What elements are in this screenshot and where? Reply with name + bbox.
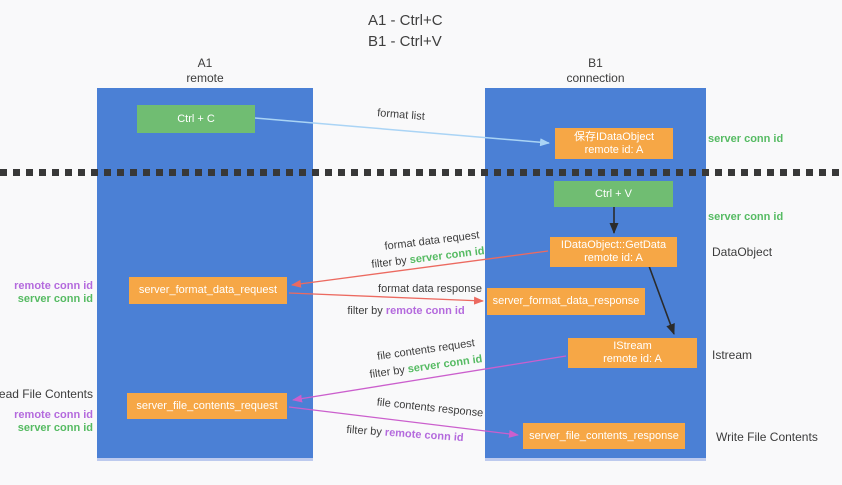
node-server-file-contents-response-label: server_file_contents_response xyxy=(529,429,679,442)
title-line-1: A1 - Ctrl+C xyxy=(368,12,443,29)
node-idataobject-getdata: IDataObject::GetData remote id: A xyxy=(550,237,677,267)
label-format-data-response: format data response xyxy=(378,283,482,295)
node-getdata-line1: IDataObject::GetData xyxy=(560,239,667,251)
diagram-title: A1 - Ctrl+C B1 - Ctrl+V xyxy=(368,10,443,52)
node-ctrl-v: Ctrl + V xyxy=(554,181,673,207)
annotation-read-file-contents: Read File Contents xyxy=(0,387,93,401)
filter-by-text: filter by xyxy=(347,305,386,317)
node-save-idataobject: 保存IDataObject remote id: A xyxy=(555,128,673,159)
lifeline-a1-name: A1 xyxy=(197,56,213,70)
node-save-idataobject-line1: 保存IDataObject xyxy=(573,130,655,143)
annotation-format-server-conn-id: server conn id xyxy=(17,293,93,305)
arrow-file-contents-request xyxy=(292,355,567,403)
annotation-dataobject: DataObject xyxy=(712,245,773,259)
node-server-format-data-response: server_format_data_response xyxy=(487,288,645,315)
arrow-file-contents-response xyxy=(288,406,519,438)
lifeline-a1-role: remote xyxy=(186,71,224,85)
annotation-format-remote-conn-id: remote conn id xyxy=(14,280,93,292)
lifeline-b1-role: connection xyxy=(566,71,625,85)
title-line-2: B1 - Ctrl+V xyxy=(368,33,442,50)
node-server-format-data-request: server_format_data_request xyxy=(129,277,287,304)
annotation-server-conn-id-paste: server conn id xyxy=(708,211,784,223)
arrow-format-data-request xyxy=(291,250,549,288)
node-server-file-contents-response: server_file_contents_response xyxy=(523,423,685,449)
annotation-file-remote-conn-id: remote conn id xyxy=(14,409,93,421)
annotation-write-file-contents: Write File Contents xyxy=(716,430,818,444)
annotation-istream: Istream xyxy=(712,348,753,362)
arrow-format-data-response xyxy=(288,292,484,305)
filter-key-remote-conn-id: remote conn id xyxy=(385,305,465,317)
label-filter-format-data-response: filter by remote conn id xyxy=(336,305,476,317)
node-ctrl-v-label: Ctrl + V xyxy=(595,187,632,200)
arrow-format-list xyxy=(254,117,550,147)
node-istream-line1: IStream xyxy=(613,340,652,352)
node-istream-line2: remote id: A xyxy=(603,353,662,365)
lifeline-header-a1: A1 remote xyxy=(97,56,313,86)
lifeline-b1-name: B1 xyxy=(588,56,603,70)
node-ctrl-c-label: Ctrl + C xyxy=(177,112,215,125)
node-save-idataobject-line2: remote id: A xyxy=(584,143,644,156)
annotation-file-server-conn-id: server conn id xyxy=(17,422,93,434)
node-getdata-line2: remote id: A xyxy=(584,252,643,264)
node-server-format-data-request-label: server_format_data_request xyxy=(138,284,278,296)
lifeline-header-b1: B1 connection xyxy=(485,56,706,86)
clipboard-boundary-divider xyxy=(0,169,842,176)
node-istream: IStream remote id: A xyxy=(568,338,697,368)
node-server-format-data-response-label: server_format_data_response xyxy=(492,295,640,307)
arrow-getdata-to-istream xyxy=(648,265,675,335)
node-ctrl-c: Ctrl + C xyxy=(137,105,255,133)
node-server-file-contents-request: server_file_contents_request xyxy=(127,393,287,419)
node-server-file-contents-request-label: server_file_contents_request xyxy=(136,399,278,412)
annotation-server-conn-id-save: server conn id xyxy=(708,133,784,145)
